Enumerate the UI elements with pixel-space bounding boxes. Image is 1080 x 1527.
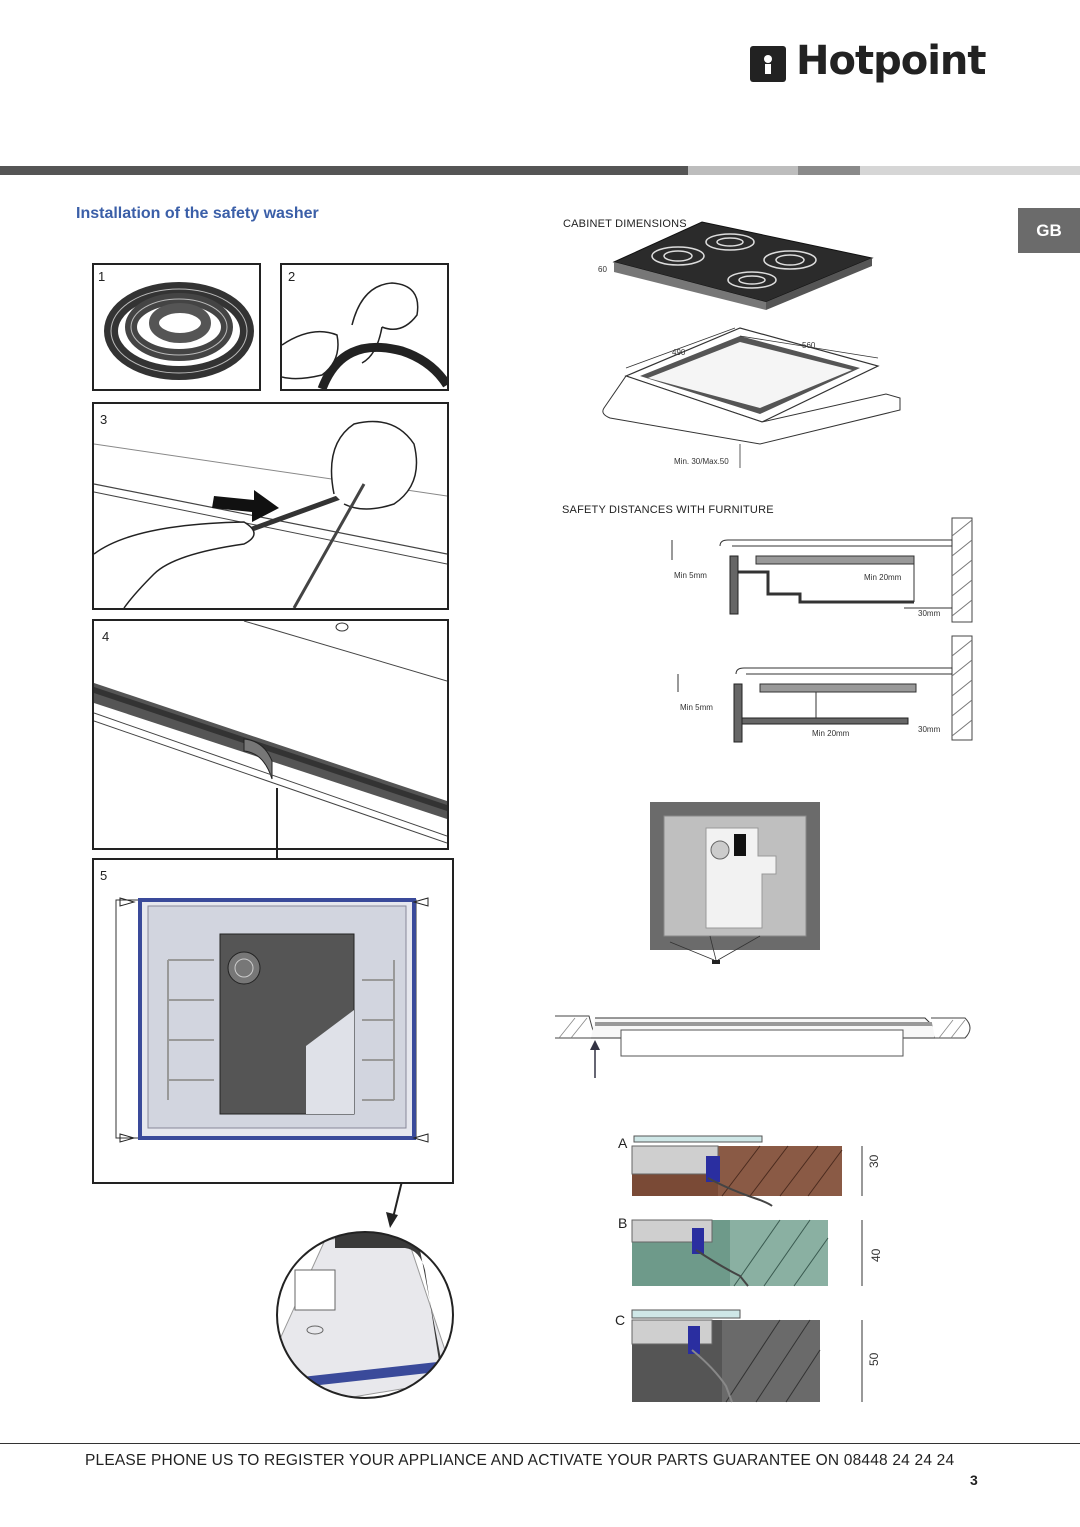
hotpoint-logo: Hotpoint (750, 38, 990, 94)
step-number: 3 (100, 412, 108, 427)
worktop-a-dim: 30 (867, 1154, 881, 1168)
dim-60-label: 60 (598, 265, 607, 274)
dim-thickness-label: Min. 30/Max.50 (674, 457, 729, 466)
safety-bottom-min20: Min 20mm (812, 729, 850, 738)
safety-distances-title: SAFETY DISTANCES WITH FURNITURE (562, 504, 774, 516)
cabinet-dimensions-title: CABINET DIMENSIONS (563, 218, 687, 230)
hob-installation-photo (650, 802, 820, 964)
direction-arrow-icon (212, 490, 279, 522)
brand-name: Hotpoint (796, 38, 986, 84)
worktop-a-diagram: 30 (631, 1135, 881, 1207)
washer-edge-detail (94, 621, 447, 844)
figure-step-3: 3 (92, 402, 449, 610)
worktop-cross-section (555, 1015, 971, 1057)
section-title: Installation of the safety washer (76, 205, 319, 222)
step-number: 1 (98, 269, 106, 284)
safety-distances-diagram: Min 5mm Min 20mm 30mm Min 5mm Min 20mm 3… (671, 517, 973, 743)
hob-underside-illustration (115, 897, 429, 1143)
figure-step-4: 4 (92, 619, 449, 850)
worktop-a-label: A (618, 1135, 628, 1151)
worktop-b-diagram: 40 (631, 1219, 883, 1287)
footer-divider (0, 1443, 1080, 1444)
header-stripe (0, 166, 1080, 175)
page-number: 3 (970, 1472, 978, 1488)
worktop-b-dim: 40 (869, 1248, 883, 1262)
hotpoint-logo-icon (750, 46, 786, 82)
safety-top-min5: Min 5mm (674, 571, 707, 580)
worktop-c-diagram: 50 (631, 1309, 881, 1403)
dim-490-label: 490 (672, 348, 686, 357)
dim-560-label: 560 (802, 341, 816, 350)
worktop-c-dim: 50 (867, 1352, 881, 1366)
safety-bottom-30mm: 30mm (918, 725, 941, 734)
step-number: 2 (288, 269, 296, 284)
apply-washer-illustration (94, 420, 447, 608)
footer-guarantee-text: PLEASE PHONE US TO REGISTER YOUR APPLIAN… (85, 1452, 955, 1469)
washer-coil-illustration (104, 282, 254, 380)
safety-top-min20: Min 20mm (864, 573, 902, 582)
corner-detail-magnifier (276, 1231, 454, 1399)
step-number: 5 (100, 868, 108, 883)
figure-step-2: 2 (280, 263, 449, 391)
step-number: 4 (102, 629, 110, 644)
worktop-b-label: B (618, 1215, 628, 1231)
language-tab[interactable]: GB (1018, 208, 1080, 253)
safety-bottom-min5: Min 5mm (680, 703, 713, 712)
safety-top-30mm: 30mm (918, 609, 941, 618)
figure-step-1: 1 (92, 263, 261, 391)
peel-backing-illustration (282, 282, 447, 389)
worktop-c-label: C (615, 1312, 626, 1328)
cabinet-dimensions-diagram: 60 490 560 Min. 30/Max.50 (598, 221, 901, 468)
figure-step-5: 5 (92, 858, 454, 1184)
